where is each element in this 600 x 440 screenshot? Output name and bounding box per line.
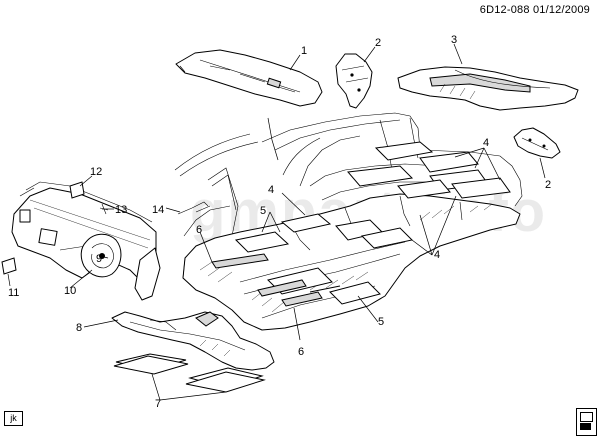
callout-6-lower: 6 [298, 346, 304, 358]
diagram-date: 01/12/2009 [532, 4, 590, 16]
part-14-clip[interactable] [177, 201, 211, 215]
part-9-pass-through-seal[interactable] [80, 233, 122, 278]
callout-12: 12 [90, 166, 102, 178]
callout-2-upper: 2 [375, 37, 381, 49]
corner-logo-icon [576, 408, 597, 436]
callout-10: 10 [64, 285, 76, 297]
callout-4-center: 4 [268, 184, 274, 196]
callout-9: 9 [96, 253, 102, 265]
vehicle-body-shell [174, 112, 523, 331]
corner-tag: jk [4, 411, 23, 426]
diagram-header: 6D12-088 01/12/2009 [480, 4, 590, 16]
diagram-id: 6D12-088 [479, 4, 530, 16]
callout-labels: 1 2 3 4 2 12 13 14 4 4 5 6 9 10 11 8 5 6… [8, 34, 551, 410]
callout-4-upper-right: 4 [483, 137, 489, 149]
callout-11: 11 [8, 287, 19, 299]
callout-3: 3 [451, 34, 457, 46]
callout-5-upper: 5 [260, 205, 266, 217]
callout-7: 7 [155, 398, 161, 410]
part-11-small-pad[interactable] [1, 257, 17, 275]
callout-8: 8 [76, 322, 82, 334]
callout-1: 1 [301, 45, 307, 57]
callout-4-lower-right: 4 [434, 249, 440, 261]
part-3-rear-floor-insulator[interactable] [397, 66, 579, 111]
part-6-floor-rails[interactable] [211, 253, 323, 307]
callout-13: 13 [115, 204, 127, 216]
part-2-side-bracket[interactable] [513, 127, 561, 159]
leader-lines [7, 43, 546, 401]
part-10-dash-panel[interactable] [11, 181, 161, 301]
part-1-dash-panel-insulator[interactable] [175, 49, 323, 107]
callout-14: 14 [152, 204, 164, 216]
part-7-floor-mats[interactable] [113, 353, 266, 393]
part-2-upper-bracket[interactable] [335, 53, 373, 109]
callout-2-right: 2 [545, 179, 551, 191]
part-4-floor-pads[interactable] [234, 141, 511, 253]
part-8-front-floor-insulator[interactable] [111, 311, 275, 371]
callout-6-left: 6 [196, 224, 202, 236]
callout-5-lower: 5 [378, 316, 384, 328]
